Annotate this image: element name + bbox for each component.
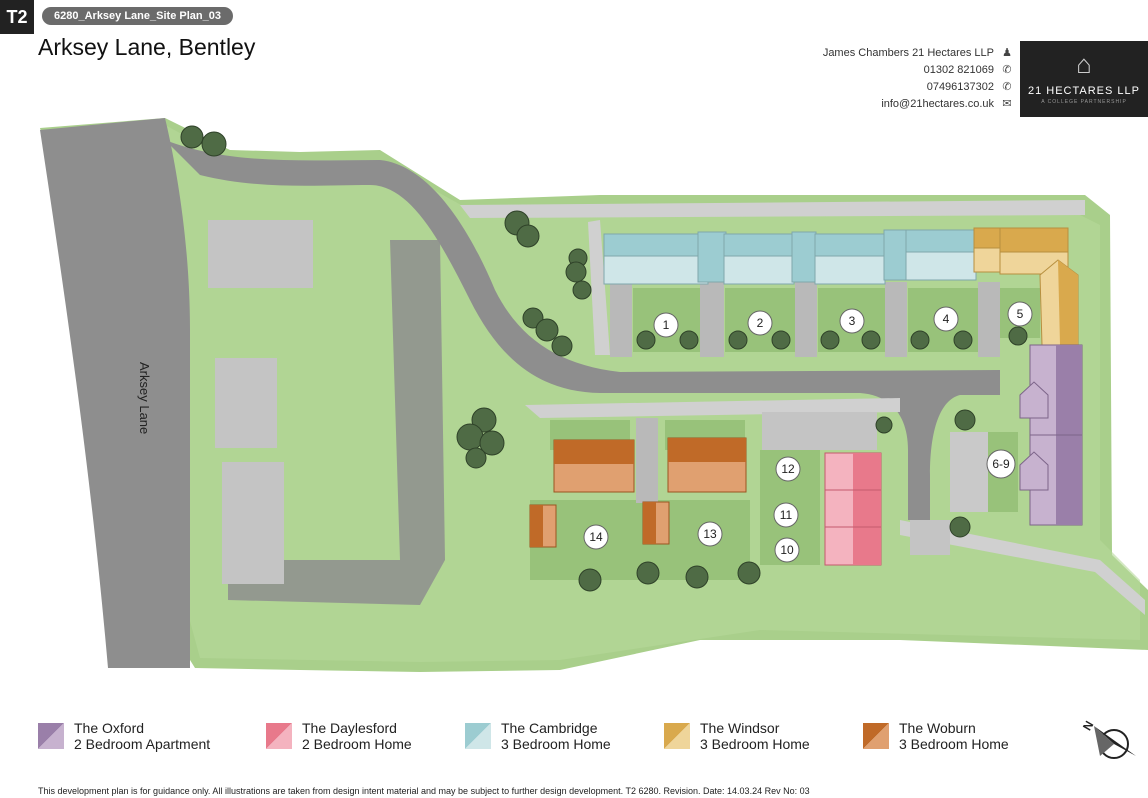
plot-6-9: 6-9: [992, 457, 1010, 471]
parking-south: [762, 412, 877, 450]
contact-email[interactable]: info@21hectares.co.uk: [881, 98, 994, 110]
legend-name: The Daylesford: [302, 720, 397, 736]
brand-name: 21 HECTARES LLP: [1027, 85, 1140, 97]
phone-icon: ✆: [1002, 81, 1012, 93]
contact-block: James Chambers 21 Hectares LLP ♟ 01302 82…: [823, 45, 1014, 113]
oxford-apartments: [1019, 344, 1083, 526]
site-plan-map: 1 2 3 4 5 6-9 10 11 12 13 14 Arksey Lane: [40, 118, 1148, 672]
legend-desc: 3 Bedroom Home: [899, 736, 1009, 752]
swatch-cambridge: [465, 723, 491, 749]
swatch-woburn: [863, 723, 889, 749]
contact-phone-1[interactable]: 01302 821069: [923, 64, 994, 76]
parking-area-3: [222, 462, 284, 584]
swatch-daylesford: [266, 723, 292, 749]
plot-10: 10: [780, 543, 794, 557]
legend-desc: 2 Bedroom Apartment: [74, 736, 211, 752]
phone-icon: ✆: [1002, 64, 1012, 76]
cambridge-homes-north: [603, 229, 977, 285]
legend-name: The Oxford: [74, 720, 145, 736]
brand-logo: ⌂ 21 HECTARES LLP A COLLEGE PARTNERSHIP: [1020, 41, 1148, 117]
plot-13: 13: [703, 527, 717, 541]
plot-5: 5: [1017, 307, 1024, 321]
swatch-windsor: [664, 723, 690, 749]
contact-phone-2[interactable]: 07496137302: [926, 81, 994, 93]
legend-desc: 2 Bedroom Home: [302, 736, 412, 752]
estate-road: [165, 140, 1000, 520]
building-icon: ⌂: [1076, 49, 1092, 79]
legend-name: The Woburn: [899, 720, 976, 736]
plot-3: 3: [849, 314, 856, 328]
parking-area-1: [208, 220, 313, 288]
document-reference: 6280_Arksey Lane_Site Plan_03: [42, 7, 233, 25]
legend-desc: 3 Bedroom Home: [700, 736, 810, 752]
disclaimer: This development plan is for guidance on…: [38, 786, 810, 796]
t2-logo: T2: [0, 0, 34, 34]
legend-name: The Cambridge: [501, 720, 598, 736]
plot-1: 1: [663, 318, 670, 332]
contact-name: James Chambers 21 Hectares LLP: [822, 47, 994, 59]
road-label-arksey-lane: Arksey Lane: [137, 362, 152, 434]
legend-name: The Windsor: [700, 720, 780, 736]
plot-2: 2: [757, 316, 764, 330]
people-icon: ♟: [1002, 47, 1012, 59]
legend-desc: 3 Bedroom Home: [501, 736, 611, 752]
swatch-oxford: [38, 723, 64, 749]
daylesford-homes: [824, 452, 882, 566]
site-title: Arksey Lane, Bentley: [38, 34, 256, 60]
email-icon: ✉: [1002, 98, 1012, 110]
brand-tagline: A COLLEGE PARTNERSHIP: [1041, 99, 1127, 105]
trees: [180, 125, 1028, 592]
plot-labels: 1 2 3 4 5 6-9 10 11 12 13 14: [583, 301, 1033, 563]
windsor-homes: [973, 227, 1079, 346]
parking-area-2: [215, 358, 277, 448]
plot-4: 4: [943, 312, 950, 326]
woburn-homes: [529, 437, 747, 548]
plot-14: 14: [589, 530, 603, 544]
arksey-lane-road: [40, 118, 190, 668]
plot-11: 11: [780, 508, 793, 522]
svg-text:N: N: [1080, 718, 1096, 733]
plot-12: 12: [781, 462, 795, 476]
north-arrow-icon: N: [1080, 718, 1136, 759]
